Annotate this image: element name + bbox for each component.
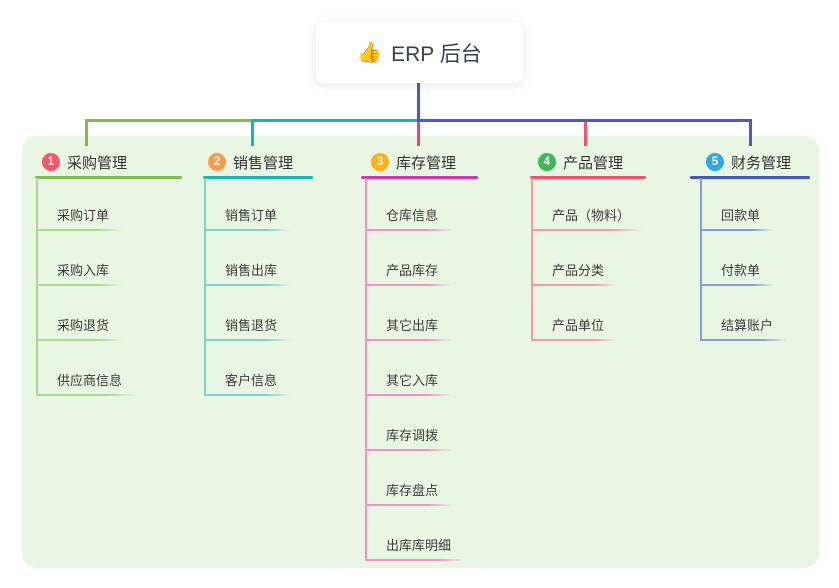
node-item[interactable]: 客户信息 — [204, 364, 292, 396]
branch-header-inventory[interactable]: 3 库存管理 — [371, 149, 456, 175]
node-item[interactable]: 采购退货 — [36, 309, 124, 341]
node-item[interactable]: 采购入库 — [36, 254, 124, 286]
branch-number-badge: 3 — [371, 153, 389, 171]
node-item[interactable]: 销售出库 — [204, 254, 292, 286]
branch-rail — [36, 178, 38, 396]
root-node-label: ERP 后台 — [391, 42, 482, 66]
root-node[interactable]: 👍 ERP 后台 — [316, 22, 523, 83]
branch-label: 库存管理 — [396, 154, 457, 172]
node-item[interactable]: 销售退货 — [204, 309, 292, 341]
branch-header-product[interactable]: 4 产品管理 — [538, 149, 623, 175]
node-item[interactable]: 其它入库 — [365, 364, 453, 396]
node-item[interactable]: 出库库明细 — [365, 529, 466, 561]
branch-number-badge: 1 — [42, 153, 60, 171]
branch-header-purchase[interactable]: 1 采购管理 — [42, 149, 127, 175]
branch-number-badge: 4 — [538, 153, 556, 171]
branch-header-sales[interactable]: 2 销售管理 — [208, 149, 293, 175]
branch-underline — [203, 176, 313, 179]
node-item[interactable]: 付款单 — [700, 254, 775, 286]
branch-rail — [204, 178, 206, 396]
node-item[interactable]: 其它出库 — [365, 309, 453, 341]
branch-underline — [361, 176, 478, 179]
node-item[interactable]: 仓库信息 — [365, 199, 453, 231]
thumbs-up-icon: 👍 — [357, 41, 383, 64]
branch-header-finance[interactable]: 5 财务管理 — [706, 149, 791, 175]
node-item[interactable]: 库存盘点 — [365, 474, 453, 506]
branch-underline — [530, 176, 646, 179]
node-item[interactable]: 产品（物料） — [531, 199, 645, 231]
node-item[interactable]: 结算账户 — [700, 309, 788, 341]
node-item[interactable]: 销售订单 — [204, 199, 292, 231]
node-item[interactable]: 回款单 — [700, 199, 775, 231]
node-item[interactable]: 库存调拨 — [365, 419, 453, 451]
node-item[interactable]: 产品单位 — [531, 309, 619, 341]
branch-label: 采购管理 — [67, 154, 128, 172]
branch-number-badge: 2 — [208, 153, 226, 171]
branch-label: 财务管理 — [731, 154, 792, 172]
branch-underline — [35, 176, 182, 179]
node-item[interactable]: 采购订单 — [36, 199, 124, 231]
node-item[interactable]: 产品分类 — [531, 254, 619, 286]
branch-number-badge: 5 — [706, 153, 724, 171]
branch-underline — [690, 176, 810, 179]
node-item[interactable]: 供应商信息 — [36, 364, 137, 396]
node-item[interactable]: 产品库存 — [365, 254, 453, 286]
branch-label: 产品管理 — [563, 154, 624, 172]
branch-label: 销售管理 — [233, 154, 294, 172]
